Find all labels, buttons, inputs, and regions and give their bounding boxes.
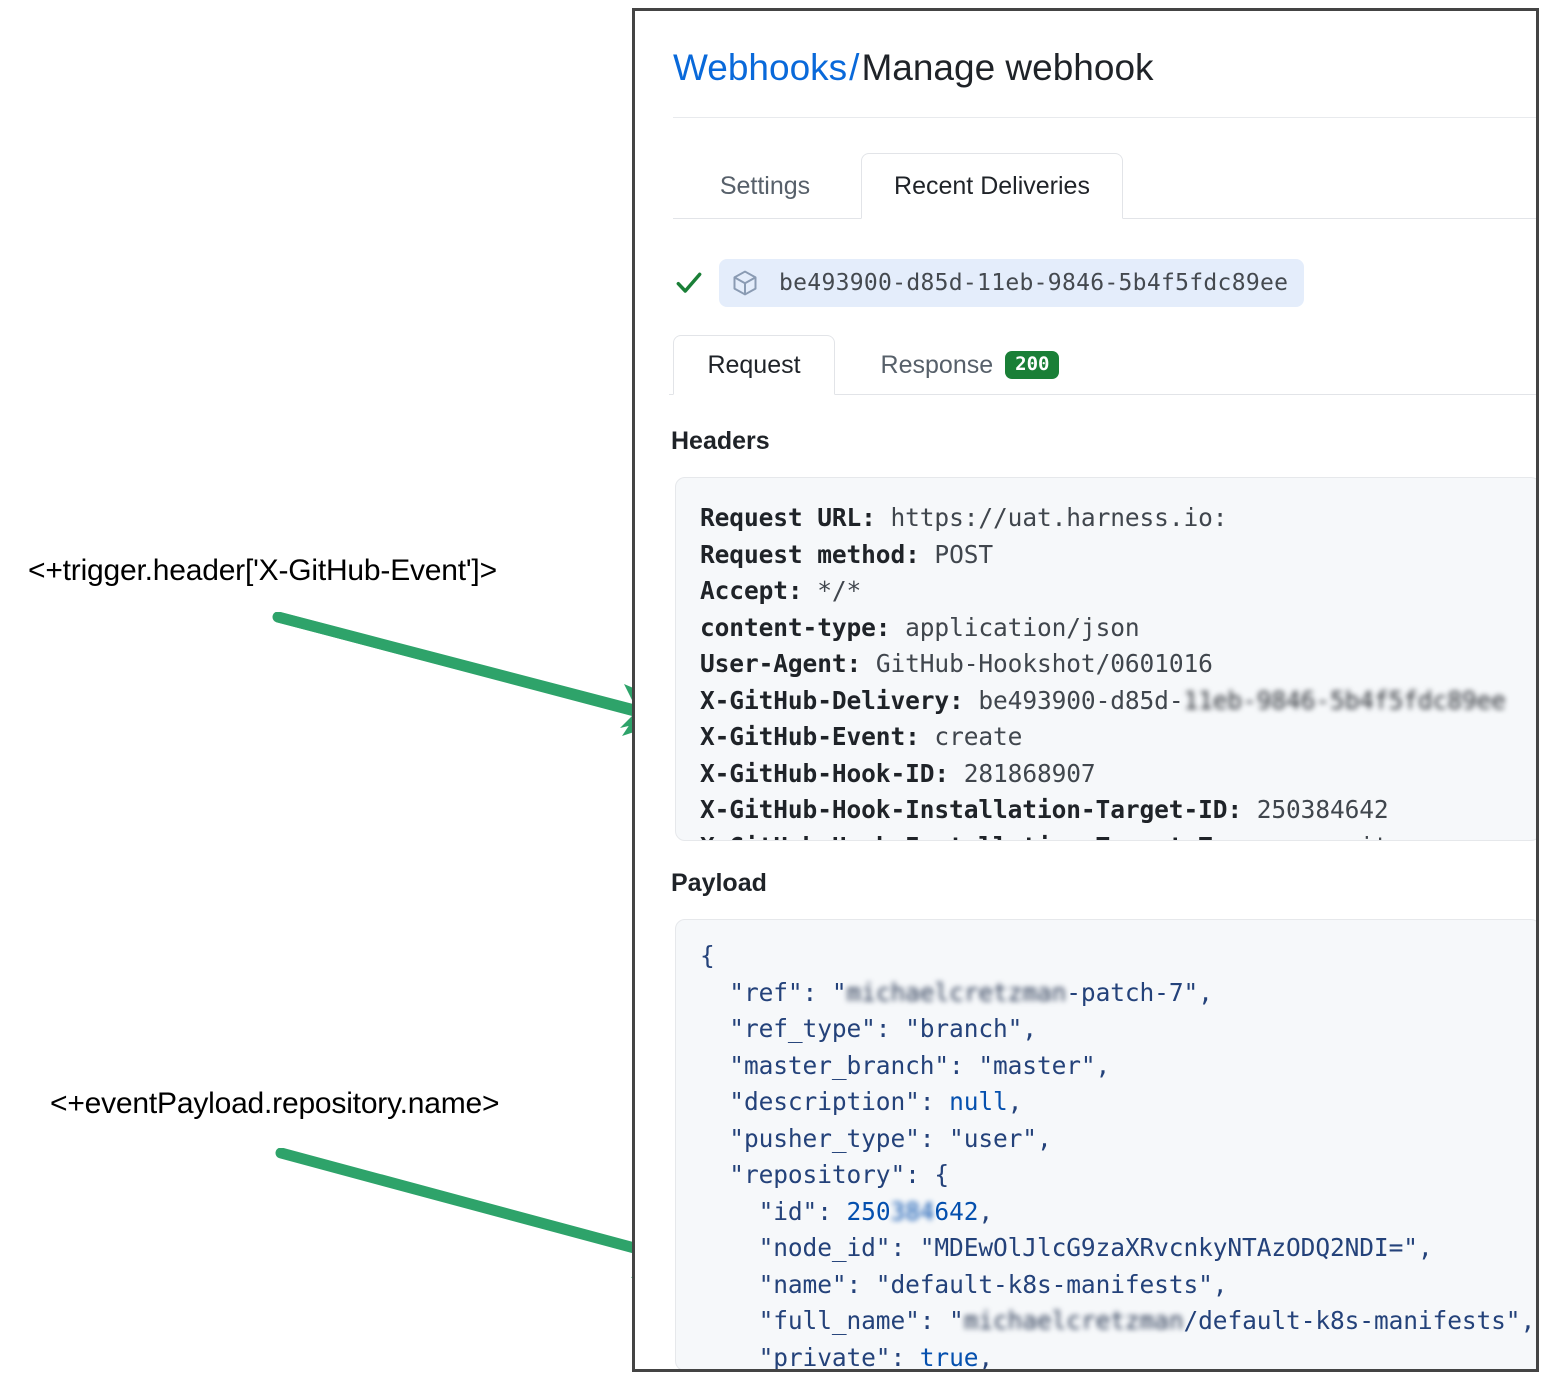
header-row: Request URL: https://uat.harness.io: bbox=[700, 500, 1536, 537]
header-row: content-type: application/json bbox=[700, 610, 1536, 647]
payload-line: "id": 250384642, bbox=[700, 1194, 1536, 1231]
header-row: X-GitHub-Delivery: be493900-d85d-11eb-98… bbox=[700, 683, 1536, 720]
webhook-tabbar: Settings Recent Deliveries bbox=[673, 151, 1536, 219]
delivery-id-chip[interactable]: be493900-d85d-11eb-9846-5b4f5fdc89ee bbox=[719, 259, 1305, 307]
header-row: User-Agent: GitHub-Hookshot/0601016 bbox=[700, 646, 1536, 683]
header-key: Request URL: bbox=[700, 503, 876, 532]
header-value: be493900-d85d- bbox=[978, 685, 1184, 715]
redacted-branch-owner: michaelcretzman bbox=[846, 977, 1067, 1007]
header-row: X-GitHub-Event: create bbox=[700, 719, 1536, 756]
payload-line: "description": null, bbox=[700, 1087, 1023, 1116]
payload-line: "full_name": "michaelcretzman/default-k8… bbox=[700, 1303, 1536, 1340]
cube-icon bbox=[733, 270, 757, 296]
header-value: POST bbox=[934, 539, 994, 569]
header-key: X-GitHub-Event: bbox=[700, 722, 920, 751]
header-value: 250384642 bbox=[1256, 795, 1389, 824]
payload-line: "node_id": "MDEwOlJlcG9zaXRvcnkyNTAzODQ2… bbox=[700, 1233, 1433, 1262]
payload-line: "repository": { bbox=[700, 1160, 950, 1189]
header-row: X-GitHub-Hook-ID: 281868907 bbox=[700, 756, 1536, 793]
github-webhook-panel: Webhooks/Manage webhook Settings Recent … bbox=[632, 8, 1539, 1372]
header-key: User-Agent: bbox=[700, 649, 862, 678]
header-row: Request method: POST bbox=[700, 537, 1536, 574]
header-value: */* bbox=[817, 576, 862, 605]
tab-recent-deliveries[interactable]: Recent Deliveries bbox=[861, 153, 1123, 219]
headers-code-block: Request URL: https://uat.harness.io: Req… bbox=[675, 477, 1536, 841]
tab-request[interactable]: Request bbox=[673, 335, 835, 395]
header-key: Request method: bbox=[700, 539, 920, 569]
redacted-repo-owner: michaelcretzman bbox=[963, 1306, 1184, 1335]
check-icon bbox=[676, 272, 702, 293]
header-row: X-GitHub-Hook-Installation-Target-Type: … bbox=[700, 829, 1536, 841]
header-key: Accept: bbox=[700, 576, 803, 605]
header-key: X-GitHub-Hook-ID: bbox=[700, 758, 950, 788]
redacted-delivery-id: 11eb-9846-5b4f5fdc89ee bbox=[1183, 685, 1506, 715]
header-key: X-GitHub-Delivery: bbox=[700, 685, 964, 715]
payload-code-block: { "ref": "michaelcretzman-patch-7", "ref… bbox=[675, 919, 1536, 1371]
headers-heading: Headers bbox=[671, 427, 770, 455]
header-value: create bbox=[934, 722, 1023, 751]
repo-id-prefix: 250 bbox=[846, 1196, 891, 1226]
repo-name-in-full: default-k8s-manifests bbox=[1198, 1306, 1506, 1335]
payload-line: "name": "default-k8s-manifests", bbox=[700, 1269, 1228, 1299]
breadcrumb: Webhooks/Manage webhook bbox=[673, 47, 1154, 90]
payload-line: "master_branch": "master", bbox=[700, 1050, 1111, 1080]
repo-name: default-k8s-manifests bbox=[890, 1269, 1199, 1299]
tab-response-label: Response bbox=[880, 350, 994, 379]
breadcrumb-webhooks-link[interactable]: Webhooks bbox=[673, 47, 848, 88]
delivery-id-text: be493900-d85d-11eb-9846-5b4f5fdc89ee bbox=[779, 270, 1289, 296]
header-key: content-type: bbox=[700, 612, 891, 642]
header-value: repository bbox=[1286, 832, 1433, 841]
header-value: 281868907 bbox=[963, 758, 1096, 788]
tab-response[interactable]: Response 200 bbox=[845, 335, 1095, 395]
tab-request-label: Request bbox=[707, 350, 801, 379]
delivery-row[interactable]: be493900-d85d-11eb-9846-5b4f5fdc89ee bbox=[673, 259, 1305, 307]
header-key: X-GitHub-Hook-Installation-Target-ID: bbox=[700, 795, 1243, 824]
breadcrumb-separator: / bbox=[849, 47, 860, 88]
request-response-tabbar: Request Response 200 bbox=[669, 333, 1536, 395]
payload-line: "ref_type": "branch", bbox=[700, 1014, 1037, 1043]
annotation-arrow-to-header bbox=[272, 612, 692, 736]
status-badge: 200 bbox=[1005, 351, 1060, 379]
header-value: application/json bbox=[905, 612, 1140, 642]
header-row: Accept: */* bbox=[700, 573, 1536, 610]
header-value: https://uat.harness.io: bbox=[890, 503, 1228, 532]
payload-line: "pusher_type": "user", bbox=[700, 1123, 1052, 1153]
payload-line: { bbox=[700, 941, 715, 970]
payload-line: "private": true, bbox=[700, 1342, 994, 1371]
inner-tabbar-underline bbox=[669, 394, 1536, 395]
page-title: Manage webhook bbox=[861, 47, 1154, 88]
header-value: GitHub-Hookshot/0601016 bbox=[875, 649, 1213, 678]
repo-id-suffix: 642 bbox=[934, 1196, 979, 1226]
annotation-trigger-header-expression: <+trigger.header['X-GitHub-Event']> bbox=[28, 554, 497, 587]
redacted-repo-id: 384 bbox=[890, 1196, 935, 1226]
payload-heading: Payload bbox=[671, 869, 767, 897]
payload-line: "ref": "michaelcretzman-patch-7", bbox=[700, 975, 1536, 1012]
header-row: X-GitHub-Hook-Installation-Target-ID: 25… bbox=[700, 792, 1536, 829]
header-key: X-GitHub-Hook-Installation-Target-Type: bbox=[700, 832, 1271, 841]
title-divider bbox=[673, 117, 1536, 118]
tab-recent-deliveries-label: Recent Deliveries bbox=[894, 171, 1090, 200]
tab-settings-label: Settings bbox=[719, 171, 811, 200]
repo-node-id: MDEwOlJlcG9zaXRvcnkyNTAzODQ2NDI= bbox=[934, 1233, 1404, 1262]
tab-settings[interactable]: Settings bbox=[681, 153, 849, 219]
annotation-event-payload-expression: <+eventPayload.repository.name> bbox=[50, 1087, 500, 1120]
